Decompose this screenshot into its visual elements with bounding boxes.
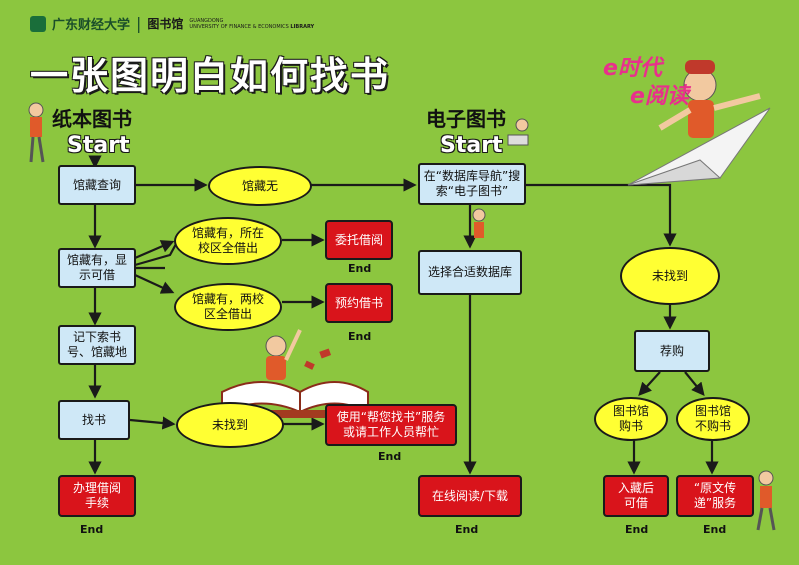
end-label-read: End <box>455 523 479 536</box>
find-book-box: 找书 <box>58 400 130 440</box>
open-book-illustration <box>221 329 369 418</box>
recommend-purchase-box: 荐购 <box>634 330 710 372</box>
ebooks-title: 电子图书 <box>426 107 506 131</box>
end-label-help: End <box>378 450 402 463</box>
read-download-box: 在线阅读/下载 <box>418 475 522 517</box>
not-found-ellipse-print: 未找到 <box>176 402 284 448</box>
not-found-ellipse-ebook: 未找到 <box>620 247 720 305</box>
etime-slogan-line2: e阅读 <box>630 84 689 109</box>
logo-en-line1: GUANGDONG <box>189 17 224 24</box>
logo-en-line2: UNIVERSITY OF FINANCE & ECONOMICS <box>189 23 289 30</box>
print-start-label: Start <box>67 133 130 158</box>
university-library-logo: 广东财经大学 | 图书馆 GUANGDONG UNIVERSITY OF FIN… <box>30 14 314 33</box>
logo-english: GUANGDONG UNIVERSITY OF FINANCE & ECONOM… <box>189 18 314 30</box>
all-lent-campus-ellipse: 馆藏有，所在校区全借出 <box>174 217 282 265</box>
choose-database-box: 选择合适数据库 <box>418 250 522 295</box>
end-label-delivery: End <box>703 523 727 536</box>
no-holdings-ellipse: 馆藏无 <box>208 166 312 206</box>
character-illustration <box>28 102 776 531</box>
paper-plane-illustration <box>627 60 771 186</box>
search-ebooks-box: 在“数据库导航”搜索“电子图书” <box>418 163 526 205</box>
university-emblem-icon <box>30 15 46 32</box>
logo-divider: | <box>136 14 142 33</box>
all-lent-both-ellipse: 馆藏有，两校区全借出 <box>174 283 282 331</box>
entrust-borrow-box: 委托借阅 <box>325 220 393 260</box>
reserve-borrow-box: 预约借书 <box>325 283 393 323</box>
etime-slogan-line1: e时代 <box>603 56 662 81</box>
has-available-box: 馆藏有，显示可借 <box>58 248 136 288</box>
note-call-number-box: 记下索书号、馆藏地 <box>58 325 136 365</box>
library-not-buy-ellipse: 图书馆不购书 <box>676 397 750 441</box>
library-name: 图书馆 <box>147 17 184 31</box>
end-label-acquired: End <box>625 523 649 536</box>
checkout-box: 办理借阅手续 <box>58 475 136 517</box>
university-name: 广东财经大学 <box>52 18 131 33</box>
acquired-borrowable-box: 入藏后可借 <box>603 475 669 517</box>
ebook-start-label: Start <box>440 133 503 158</box>
library-buys-ellipse: 图书馆购书 <box>594 397 668 441</box>
end-label-checkout: End <box>80 523 104 536</box>
print-books-title: 纸本图书 <box>52 107 132 131</box>
end-label-entrust: End <box>348 262 372 275</box>
catalog-search-box: 馆藏查询 <box>58 165 136 205</box>
document-delivery-box: “原文传递”服务 <box>676 475 754 517</box>
page-title: 一张图明白如何找书 <box>30 54 391 98</box>
help-find-book-box: 使用“帮您找书”服务或请工作人员帮忙 <box>325 404 457 446</box>
end-label-reserve: End <box>348 330 372 343</box>
logo-en-library: LIBRARY <box>290 23 315 30</box>
